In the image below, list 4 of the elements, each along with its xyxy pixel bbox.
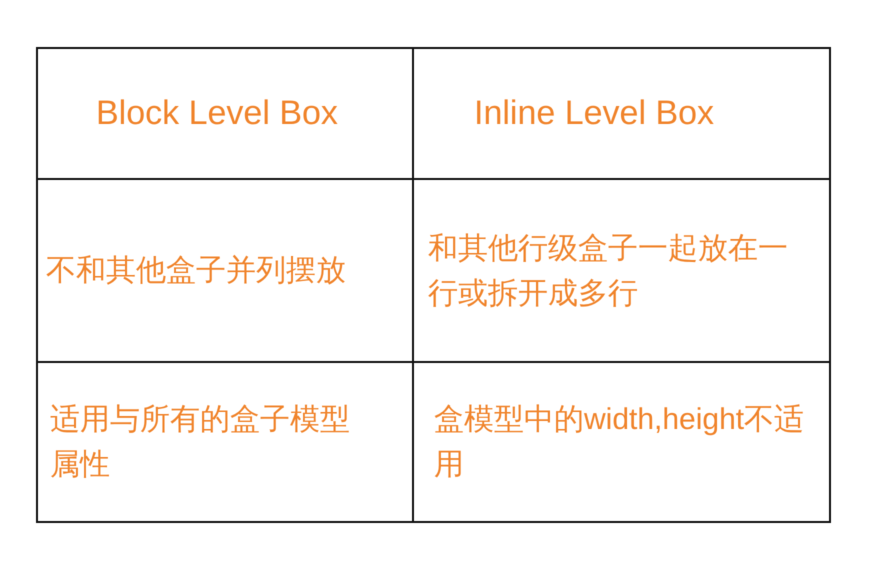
table-cell: 适用与所有的盒子模型属性 [36, 361, 414, 523]
header-cell: Block Level Box [36, 47, 414, 180]
table-cell: 盒模型中的width,height不适用 [412, 361, 831, 523]
header-cell: Inline Level Box [412, 47, 831, 180]
